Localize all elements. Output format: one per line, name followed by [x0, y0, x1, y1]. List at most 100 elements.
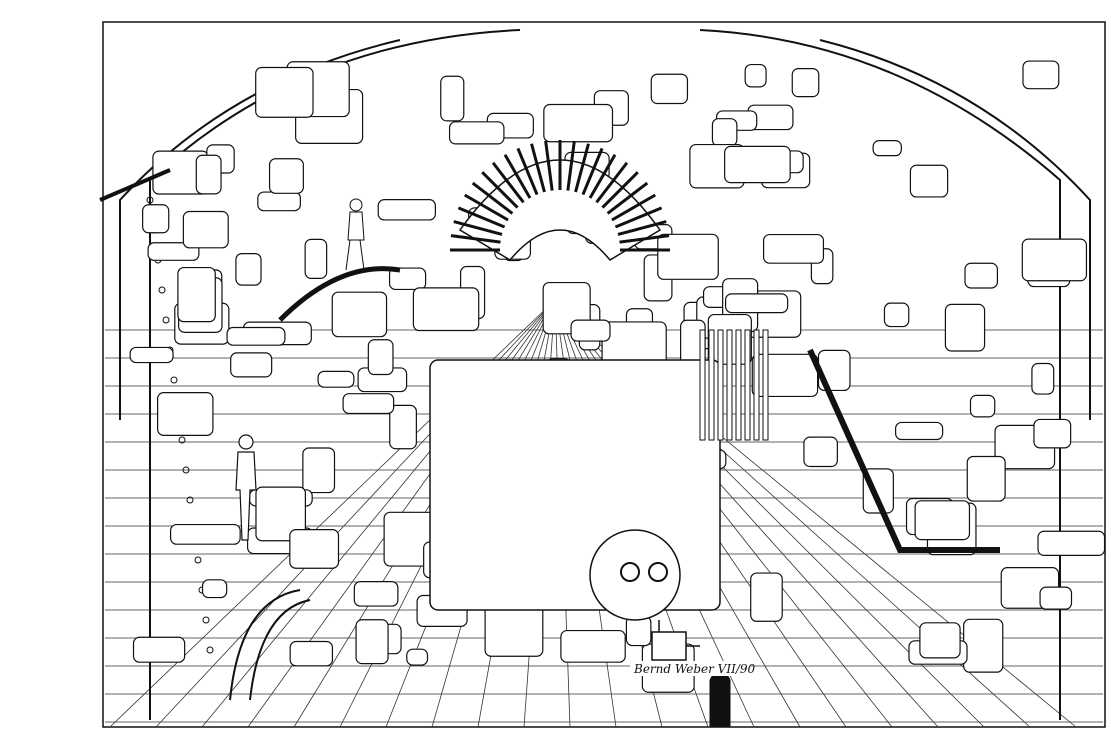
- cooling-fin: [735, 329, 742, 441]
- machine-block: [895, 421, 944, 441]
- engine-fin: [595, 161, 629, 204]
- turbine-wheel: [589, 529, 681, 621]
- central-radial-engine: [429, 140, 769, 728]
- machine-block: [289, 529, 340, 569]
- machine-block: [1037, 530, 1106, 556]
- machine-block: [964, 262, 999, 289]
- machine-block: [744, 63, 767, 88]
- machine-block: [367, 339, 394, 376]
- machine-block: [909, 164, 949, 198]
- machine-block: [142, 204, 170, 234]
- machine-block: [388, 267, 427, 291]
- engine-fin: [471, 181, 514, 215]
- black-pipe: [807, 348, 1000, 553]
- hull-rib: [119, 39, 401, 420]
- machine-block: [657, 233, 719, 280]
- engine-fin: [457, 206, 506, 229]
- machine-block: [412, 287, 480, 332]
- machine-block: [963, 618, 1004, 673]
- machine-block: [268, 158, 304, 194]
- machine-block: [872, 140, 902, 157]
- black-pipe: [99, 168, 171, 202]
- machine-block: [724, 145, 791, 184]
- machine-block: [226, 326, 286, 346]
- turbine-port: [620, 562, 640, 582]
- machine-block: [543, 103, 614, 143]
- cooling-fin: [699, 329, 706, 441]
- hull-rib: [819, 39, 1091, 420]
- machine-block: [969, 394, 996, 418]
- rivet: [182, 466, 190, 474]
- machine-block: [255, 486, 306, 542]
- machine-block: [342, 393, 395, 415]
- machine-block: [484, 603, 544, 657]
- machine-block: [883, 302, 910, 328]
- machine-block: [255, 66, 314, 118]
- machine-block: [650, 73, 689, 105]
- engine-fin: [601, 171, 639, 209]
- engine-fin: [611, 193, 657, 222]
- rivet: [206, 646, 214, 654]
- warning-sign: [651, 620, 700, 661]
- machine-block: [302, 447, 336, 494]
- machine-block: [440, 75, 465, 122]
- cooling-fin: [726, 329, 733, 441]
- engine-fin: [516, 147, 539, 196]
- rivet: [146, 196, 154, 204]
- machine-block: [406, 648, 429, 666]
- machine-block: [182, 210, 229, 249]
- machine-block: [1021, 238, 1088, 282]
- machine-block: [1039, 586, 1073, 610]
- rivet: [170, 376, 178, 384]
- rivet: [162, 316, 170, 324]
- machine-block: [132, 636, 186, 663]
- rivet: [158, 286, 166, 294]
- machine-block: [289, 640, 334, 667]
- pipes-and-cables: [99, 168, 1000, 701]
- hose: [278, 266, 401, 322]
- machine-block: [201, 579, 228, 599]
- engine-fin: [453, 220, 503, 236]
- machine-block: [448, 121, 505, 145]
- machine-block: [724, 293, 789, 314]
- machine-block: [625, 615, 652, 647]
- artist-signature: Bernd Weber VII/90: [633, 662, 755, 676]
- machine-block: [353, 581, 399, 607]
- machine-block: [389, 404, 417, 450]
- engine-fin: [566, 140, 576, 191]
- machine-block: [570, 319, 611, 342]
- machine-block: [195, 154, 222, 195]
- machine-block: [1022, 60, 1060, 90]
- engine-fin: [503, 153, 532, 199]
- machine-block: [157, 392, 214, 436]
- engine-fin: [606, 181, 649, 215]
- hull-rib: [699, 29, 1061, 720]
- signature-backing: [630, 661, 750, 676]
- machine-block: [914, 500, 971, 541]
- engine-fin: [544, 140, 554, 191]
- turbine-port: [648, 562, 668, 582]
- engine-fin: [581, 147, 604, 196]
- crew-figure-left: [235, 434, 257, 541]
- cable: [229, 589, 311, 701]
- machine-block: [129, 346, 174, 364]
- machine-block: [791, 68, 820, 98]
- machine-block: [304, 238, 328, 279]
- machine-block: [560, 629, 626, 663]
- exhaust-pipe: [709, 669, 731, 728]
- rivet: [202, 616, 210, 624]
- machine-block: [230, 352, 273, 378]
- machine-block: [169, 523, 241, 545]
- machine-block: [355, 619, 389, 665]
- cooling-fin: [708, 329, 715, 441]
- machine-block: [377, 199, 436, 221]
- engine-fin: [463, 193, 509, 222]
- machine-block: [1033, 418, 1072, 449]
- cooling-fin: [744, 329, 751, 441]
- machine-block: [331, 291, 388, 338]
- machine-block: [177, 266, 216, 323]
- machine-block: [235, 252, 262, 286]
- engine-fin: [588, 153, 617, 199]
- engine-fin: [450, 234, 501, 244]
